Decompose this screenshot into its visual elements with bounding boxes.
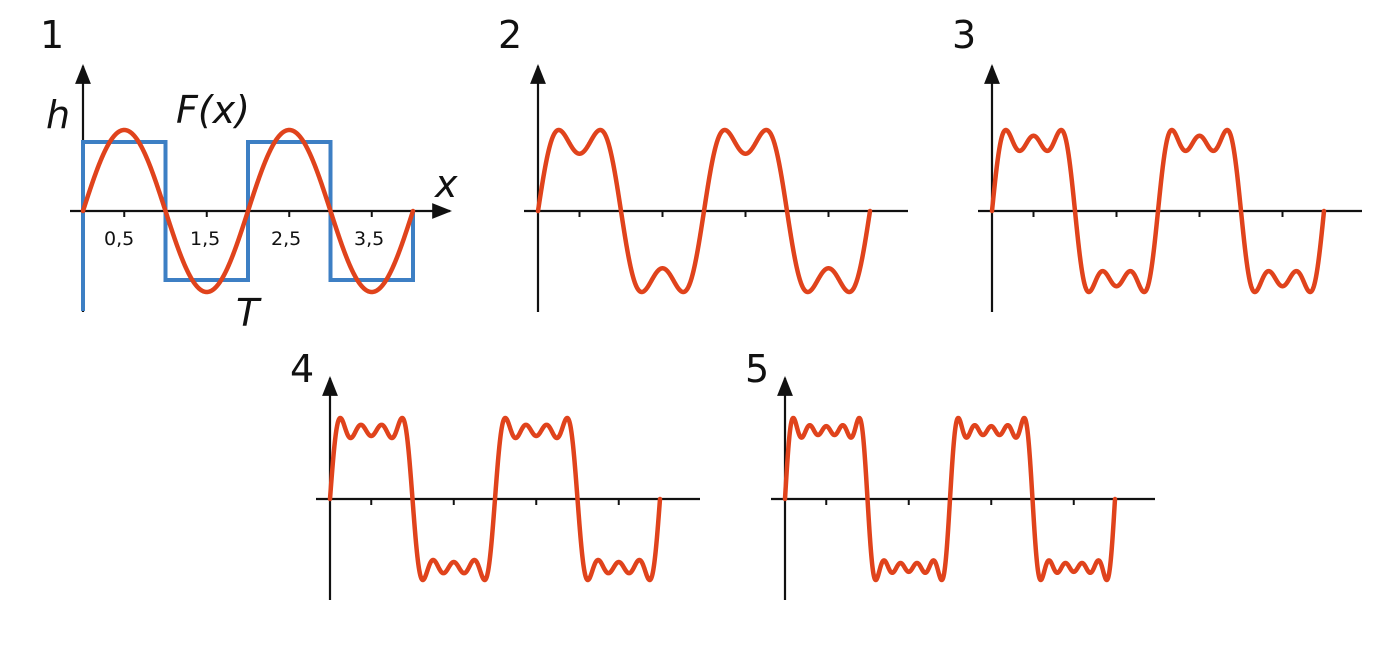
panel-4: 4 [290,347,700,600]
tick-label-1-5: 1,5 [190,228,220,250]
ticks-1 [123,211,373,217]
tick-label-2-5: 2,5 [271,228,301,250]
approximation-curve-4 [327,415,663,583]
ticks-4 [370,499,620,505]
panel-number-5: 5 [745,347,769,391]
tick-label-0-5: 0,5 [104,228,134,250]
x-axis-label: x [434,162,458,206]
function-label: F(x) [176,88,250,132]
y-axis-label: h [46,93,70,137]
panel-number-2: 2 [498,13,522,57]
ticks-2 [578,211,830,217]
panel-number-3: 3 [952,13,976,57]
ticks-3 [1032,211,1284,217]
approximation-curve-5 [782,415,1118,583]
panel-number-4: 4 [290,347,314,391]
approximation-curve-1 [80,127,416,295]
panel-5: 5 [745,347,1155,600]
period-label: T [236,291,262,335]
approximation-curve-3 [989,127,1327,295]
approximation-curve-2 [535,127,873,295]
panel-3: 3 [952,13,1362,312]
ticks-5 [825,499,1075,505]
panel-number-1: 1 [40,13,64,57]
panel-2: 2 [498,13,908,312]
tick-label-3-5: 3,5 [354,228,384,250]
panel-1: 1 h x F(x) T 0,5 1,5 2,5 3,5 [40,13,458,335]
